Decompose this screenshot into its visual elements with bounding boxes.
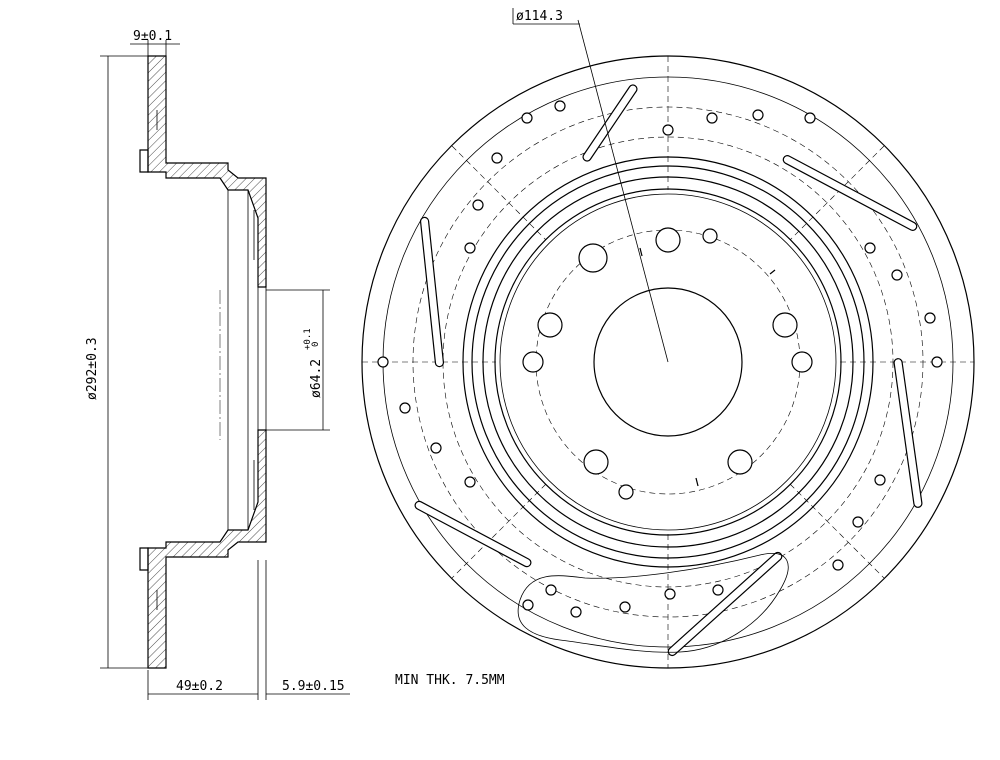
outer-diameter-label: ø292±0.3 [85,337,100,400]
center-bore-label: ø64.2 [309,359,324,398]
lug-hole [583,449,609,475]
step-top [139,149,149,173]
marking-area [517,553,789,653]
total-height-label: 49±0.2 [176,679,223,694]
center-bore-tol-lower: 0 [311,342,321,347]
min-thickness-note: MIN THK. 7.5MM [395,673,505,688]
screw-hole [791,351,813,373]
bolt-circle-label: ø114.3 [516,9,563,24]
center-bore [593,287,743,437]
lug-hole [772,312,798,338]
hat-depth-label: 5.9±0.15 [282,679,345,694]
section-view: 9±0.1 ø292±0.3 ø64.2 +0.1 0 49±0.2 5.9±0… [85,29,350,700]
lug-hole [727,449,753,475]
screw-hole [522,351,544,373]
front-view: ø114.3 [361,8,975,669]
step-bottom [139,547,149,571]
screw-hole [578,243,608,273]
lug-hole [537,312,563,338]
lug-hole [655,227,681,253]
drilled-holes [377,100,943,618]
center-bore-tol-upper: +0.1 [303,328,313,350]
slots [414,84,923,657]
flange-thickness-label: 9±0.1 [133,29,172,44]
